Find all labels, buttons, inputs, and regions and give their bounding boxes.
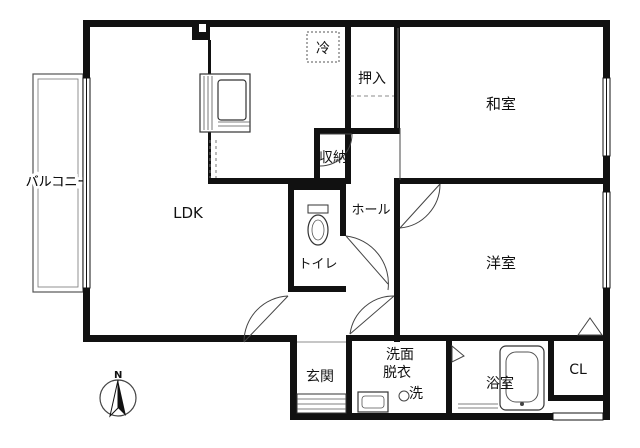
doors <box>243 128 603 363</box>
youshitsu-label: 洋室 <box>486 254 516 272</box>
room-labels: LDK 和室 洋室 押入 収納 ホール トイレ 玄関 洗面 脱衣 洗 浴室 CL <box>173 71 587 402</box>
kitchen <box>192 24 251 180</box>
ldk-label: LDK <box>173 204 204 222</box>
bathtub <box>458 345 545 411</box>
balcony-label-text: バルコニー <box>26 175 91 190</box>
toilet-label: トイレ <box>298 257 337 272</box>
refrigerator-label: 冷 <box>316 41 330 57</box>
balcony-label: バルコニー <box>26 175 91 190</box>
interior-walls <box>208 24 610 415</box>
genkan-label: 玄関 <box>306 368 334 385</box>
yokushitsu-label: 浴室 <box>486 375 514 392</box>
compass-needle-dark <box>118 380 126 416</box>
compass: N <box>99 370 137 418</box>
shuno-label: 収納 <box>319 150 347 166</box>
washitsu-label: 和室 <box>486 95 516 113</box>
genkan-step <box>296 341 347 414</box>
windows <box>82 77 611 421</box>
oshiire-label: 押入 <box>358 71 386 87</box>
balcony: バルコニー バルコニー <box>23 73 93 293</box>
closet-label: CL <box>569 362 587 378</box>
hall-label: ホール <box>351 203 390 218</box>
sentaku-label: 洗 <box>409 386 423 402</box>
refrigerator: 冷 <box>306 31 340 63</box>
senmen-label-2: 脱衣 <box>383 365 411 381</box>
washing-machine <box>398 390 410 402</box>
toilet-fixture <box>307 204 329 246</box>
compass-north-label: N <box>114 370 122 381</box>
oshiire-door <box>350 28 399 128</box>
senmen-label-1: 洗面 <box>386 347 414 363</box>
washbasin <box>357 391 389 413</box>
